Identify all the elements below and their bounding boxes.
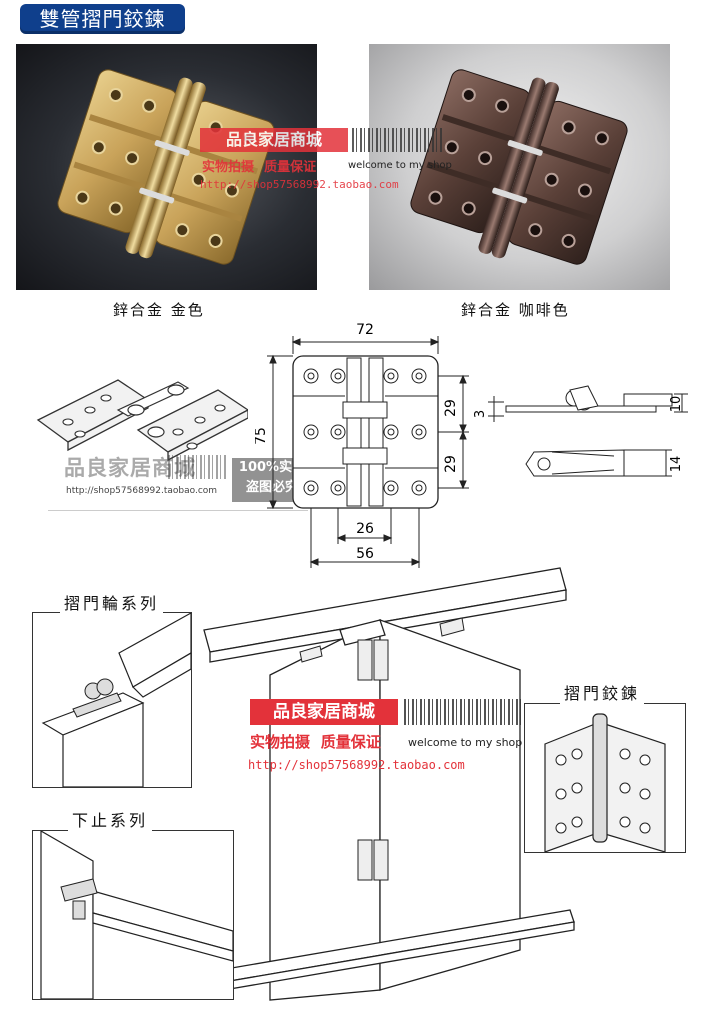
watermark-slogan-1: 实物拍摄 — [202, 160, 255, 175]
watermark-slogan-center-1: 实物拍摄 — [250, 733, 311, 751]
gold-hinge-photo — [16, 44, 317, 290]
coffee-hinge-photo — [369, 44, 670, 290]
watermark-small-url: http://shop57568992.taobao.com — [66, 486, 218, 496]
dim-width-label: 72 — [356, 322, 374, 338]
watermark-slogan-2: 质量保证 — [264, 160, 317, 175]
stop-series-detail — [32, 829, 234, 1000]
dim-pitch-upper-label: 29 — [443, 399, 459, 417]
watermark-barcode-top — [352, 128, 442, 152]
watermark-welcome-center: welcome to my shop — [408, 736, 523, 749]
dim-knuckle-label: 10 — [669, 396, 684, 413]
dim-height-label: 75 — [255, 427, 269, 445]
watermark-shop-name-center: 品良家居商城 — [250, 699, 398, 725]
hinge-label: 摺門鉸鍊 — [560, 680, 645, 704]
stop-series-label: 下止系列 — [68, 807, 153, 831]
gold-caption: 鋅合金 金色 — [113, 301, 205, 319]
watermark-welcome-top: welcome to my shop — [348, 160, 452, 171]
dim-open-depth-label: 14 — [669, 456, 684, 473]
page-title: 雙管摺門鉸鍊 — [20, 4, 185, 34]
watermark-barcode-small — [168, 455, 228, 479]
dimension-drawing-front: 72 75 29 29 26 56 — [253, 318, 475, 573]
watermark-url-center: http://shop57568992.taobao.com — [248, 758, 465, 772]
track-series-detail — [32, 611, 192, 788]
dimension-drawing-side: 3 10 14 — [473, 380, 694, 490]
dim-inner-width-label: 26 — [356, 521, 374, 537]
watermark-barcode-center — [404, 699, 524, 725]
watermark-slogan-center-2: 质量保证 — [320, 733, 381, 751]
watermark-url-top: http://shop57568992.taobao.com — [200, 178, 399, 191]
watermark-slogan-top: 实物拍摄 质量保证 — [202, 156, 316, 175]
track-series-label: 摺門輪系列 — [60, 590, 164, 614]
hinge-detail — [524, 703, 686, 853]
watermark-small-shop: 品良家居商城 — [64, 456, 196, 480]
watermark-badge-line1: 100%实拍 — [238, 460, 306, 475]
watermark-slogan-center: 实物拍摄 质量保证 — [250, 731, 381, 752]
coffee-caption: 鋅合金 咖啡色 — [461, 301, 570, 319]
watermark-divider — [48, 510, 308, 511]
dim-pitch-lower-label: 29 — [443, 455, 459, 473]
watermark-shop-name-top: 品良家居商城 — [200, 128, 348, 152]
isometric-hinge-sketch — [28, 360, 250, 510]
watermark-badge-line2: 盗图必究 — [245, 480, 298, 495]
gold-hinge-illustration — [57, 69, 275, 265]
coffee-hinge-illustration — [410, 69, 628, 265]
dim-outer-width-label: 56 — [356, 546, 374, 562]
dim-thickness-label: 3 — [474, 410, 488, 418]
